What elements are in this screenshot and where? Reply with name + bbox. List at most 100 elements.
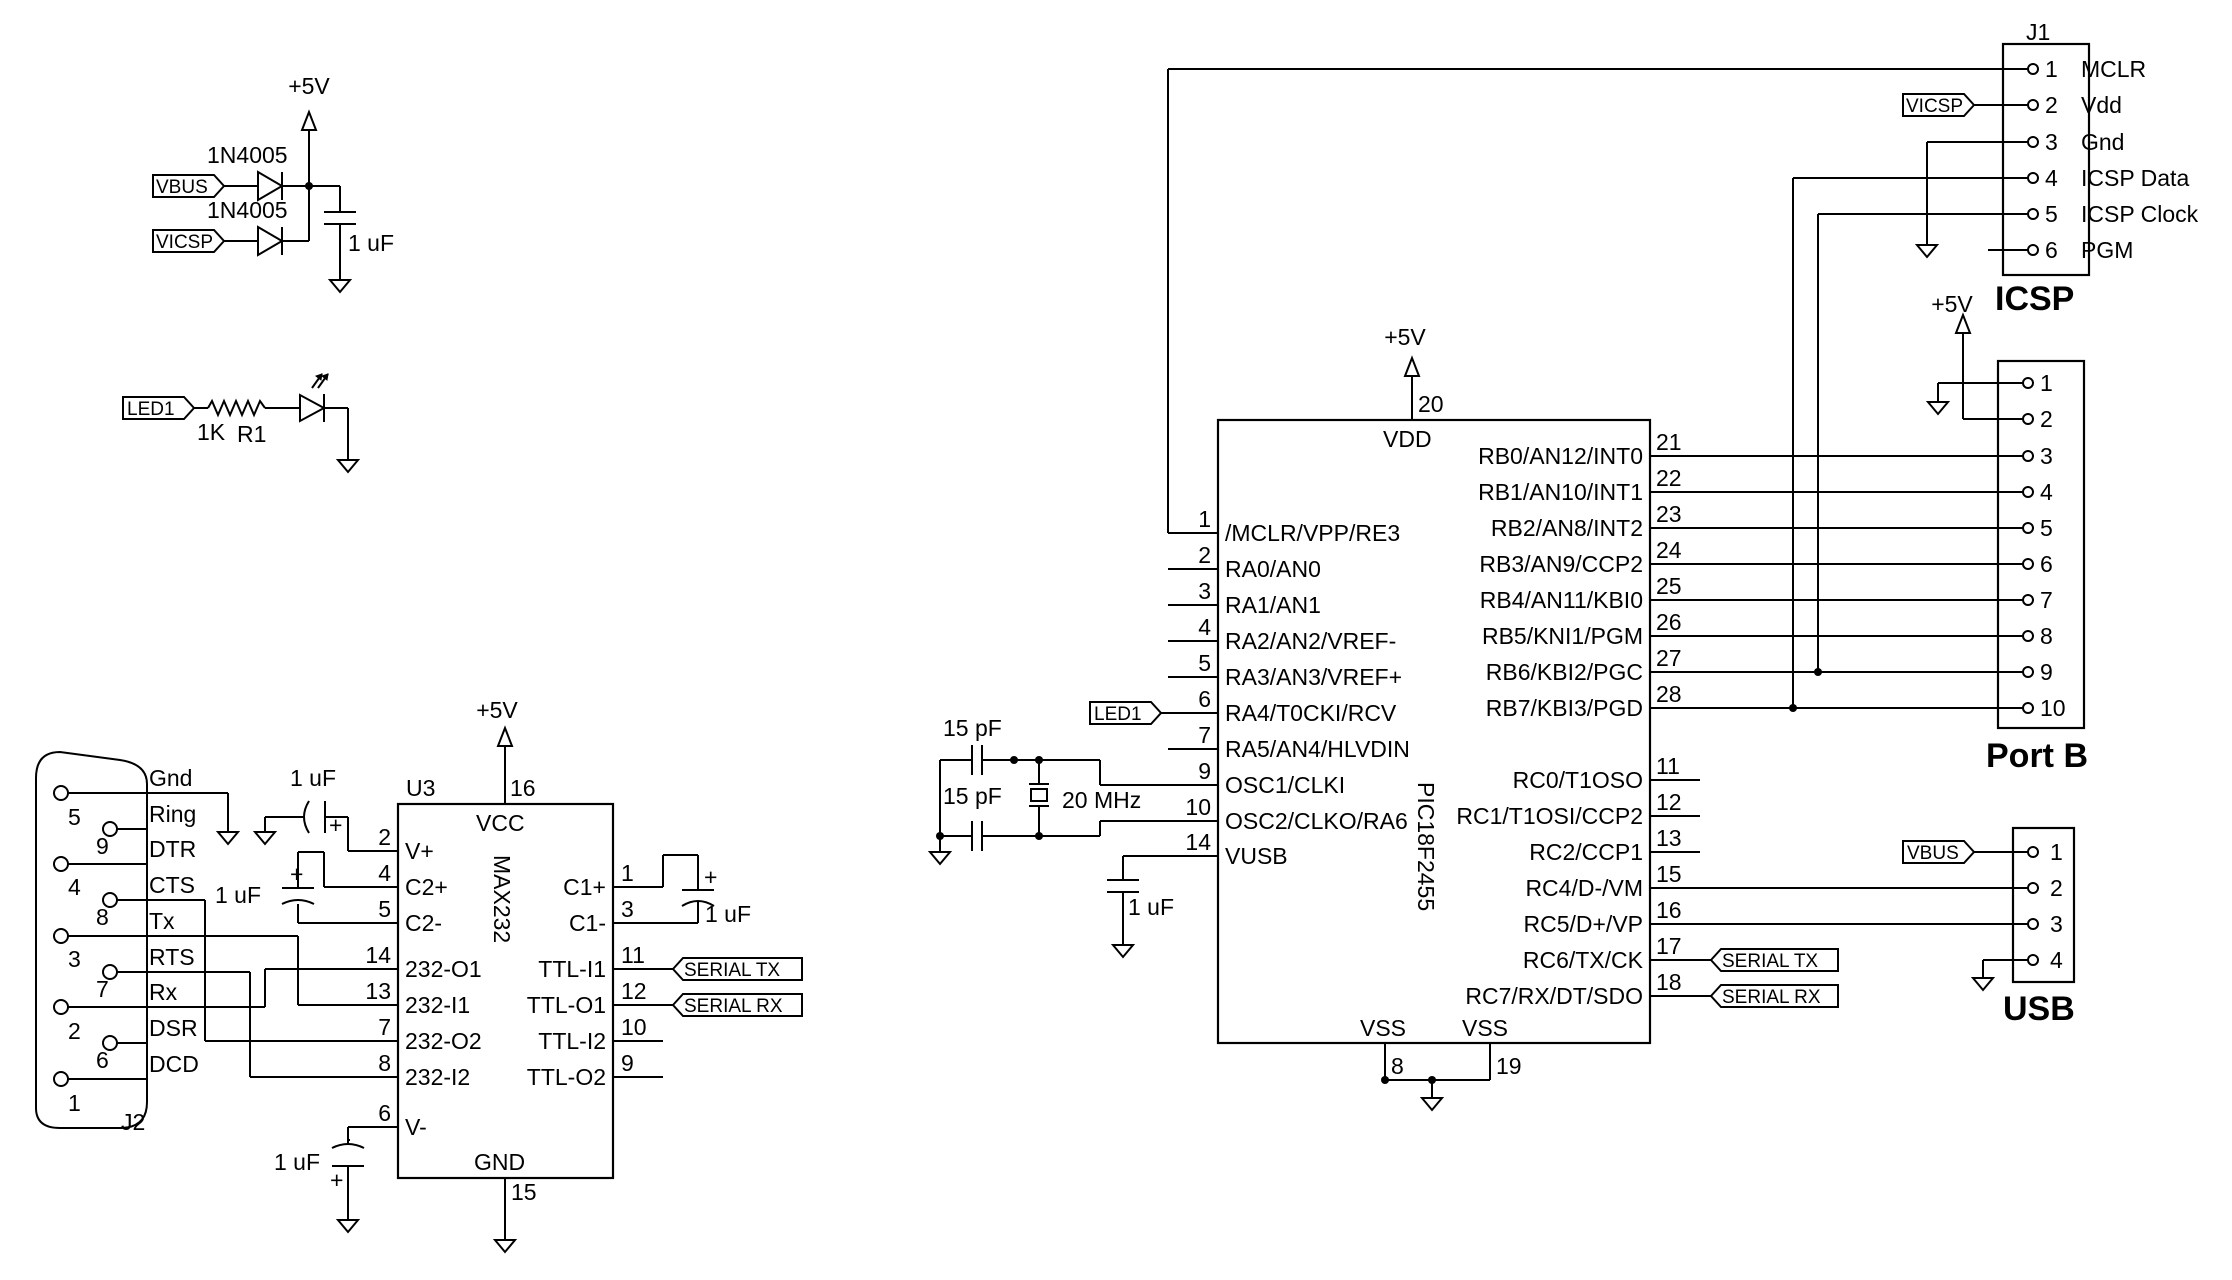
mcu-pin-number: 16	[1656, 897, 1682, 923]
power-arrow-icon	[300, 109, 318, 131]
mcu-serial-rx-label: SERIAL RX	[1722, 987, 1821, 1008]
resistor-ref-label: R1	[237, 421, 266, 447]
max-vplus-plus: +	[329, 812, 342, 838]
max-vminus-plus: +	[330, 1167, 343, 1193]
max232-u3: U3 MAX232 VCC GND +5V 16 15 2 V+ 4 C2+ 5…	[215, 697, 803, 1254]
mcu-pin-number: 28	[1656, 681, 1682, 707]
serial-tx-flag-icon	[671, 957, 803, 981]
mcu-pin-number: 3	[1198, 578, 1211, 604]
mcu-pin-number: 27	[1656, 645, 1682, 671]
mcu-pin-number: 22	[1656, 465, 1682, 491]
mcu-pin-name: RA3/AN3/VREF+	[1225, 664, 1402, 690]
mcu-pin-name: RB4/AN11/KBI0	[1480, 587, 1643, 613]
max-serial-tx-label: SERIAL TX	[684, 960, 780, 981]
power-arrow-icon	[1403, 355, 1421, 377]
mcu-part-label: PIC18F2455	[1413, 782, 1439, 911]
max-c2-plus: +	[290, 861, 303, 887]
icsp-pin-name: MCLR	[2081, 56, 2146, 82]
mcu-pin-name: RB5/KNI1/PGM	[1482, 623, 1643, 649]
ground-icon	[927, 851, 953, 866]
mcu-pin-name: RA1/AN1	[1225, 592, 1321, 618]
mcu-plus5v-label: +5V	[1384, 324, 1426, 350]
max232-pin-name: V+	[405, 838, 434, 864]
ground-icon	[1914, 244, 1940, 259]
mcu-pin-name: RB0/AN12/INT0	[1478, 443, 1643, 469]
mcu-pin-name: RC2/CCP1	[1529, 839, 1643, 865]
icsp-pin-name: PGM	[2081, 237, 2133, 263]
ground-icon	[335, 1219, 361, 1234]
resistor-value-label: 1K	[197, 419, 226, 445]
db9-pin-number: 8	[96, 904, 109, 930]
mcu-pin-number: 12	[1656, 789, 1682, 815]
mcu-pin-number: 13	[1656, 825, 1682, 851]
mcu-pin-number: 6	[1198, 686, 1211, 712]
max232-pin-number: 14	[365, 942, 391, 968]
ground-icon	[1110, 944, 1136, 959]
vusb-cap-label: 1 uF	[1128, 894, 1174, 920]
diode-d2-label: 1N4005	[207, 197, 288, 223]
mcu-pin-name: RC7/RX/DT/SDO	[1465, 983, 1643, 1009]
usb-pin-number: 2	[2050, 875, 2063, 901]
max232-plus5v-label: +5V	[476, 697, 518, 723]
db9-pin-number: 3	[68, 946, 81, 972]
led-section: LED1 1K R1	[122, 373, 361, 474]
mcu-pin-name: RA4/T0CKI/RCV	[1225, 700, 1397, 726]
db9-signal-label: DTR	[149, 836, 196, 862]
mclr-net	[1167, 68, 2028, 533]
mcu-vss-label-2: VSS	[1462, 1015, 1508, 1041]
icsp-vicsp-flag-label: VICSP	[1906, 96, 1963, 117]
max232-pin-number: 13	[365, 978, 391, 1004]
max232-pin-name: TTL-O1	[527, 992, 606, 1018]
max232-pin-name: C1-	[569, 910, 606, 936]
max232-pin-number: 1	[621, 860, 634, 886]
mcu-pin-name: RB2/AN8/INT2	[1491, 515, 1643, 541]
vusb-cap: 1 uF	[1107, 855, 1174, 959]
mcu-pin-number: 9	[1198, 758, 1211, 784]
serial-rx-flag-icon	[1709, 984, 1839, 1008]
max-c1-label: 1 uF	[705, 901, 751, 927]
max232-pin-number: 8	[378, 1050, 391, 1076]
diode-d2-icon	[257, 225, 284, 257]
mcu-pin-number: 14	[1185, 829, 1211, 855]
ground-icon	[1970, 977, 1996, 992]
mcu-pin-name: RC6/TX/CK	[1523, 947, 1644, 973]
mcu-serial-flags: SERIAL TX SERIAL RX	[1700, 948, 1839, 1008]
max232-pin-number: 2	[378, 824, 391, 850]
usb-pin-number: 1	[2050, 839, 2063, 865]
db9-signal-label: Gnd	[149, 765, 192, 791]
mcu-vss-pin-2: 19	[1496, 1053, 1522, 1079]
max-vminus-cap-label: 1 uF	[274, 1149, 320, 1175]
mcu-pin-name: RA5/AN4/HLVDIN	[1225, 736, 1410, 762]
led-icon	[299, 393, 327, 423]
icsp-connector-j1: J1 ICSP 1 MCLR 2 Vdd 3 Gnd 4 ICSP Data 5…	[1789, 19, 2199, 712]
vicsp-flag-label: VICSP	[156, 232, 213, 253]
portb-title: Port B	[1986, 737, 2088, 775]
mcu-vss-pin-1: 8	[1391, 1053, 1404, 1079]
icsp-pin-name: ICSP Clock	[2081, 201, 2199, 227]
db9-shell-icon	[35, 750, 148, 1129]
crystal-label: 20 MHz	[1062, 787, 1141, 813]
db9-pin-number: 5	[68, 804, 81, 830]
mcu-pin-name: VUSB	[1225, 843, 1288, 869]
max232-pin-number: 3	[621, 896, 634, 922]
usb-vbus-flag-label: VBUS	[1907, 843, 1959, 864]
icsp-pin-number: 3	[2045, 129, 2058, 155]
ground-icon	[1419, 1097, 1445, 1112]
mcu-vdd-label: VDD	[1383, 426, 1432, 452]
serial-tx-flag-icon	[1709, 948, 1839, 972]
mcu-pin-name: RC5/D+/VP	[1523, 911, 1643, 937]
db9-signal-label: RTS	[149, 944, 195, 970]
mcu-led1-flag: LED1	[1089, 701, 1168, 725]
icsp-pin-name: ICSP Data	[2081, 165, 2189, 191]
mcu-pin-number: 4	[1198, 614, 1211, 640]
filter-cap-label: 1 uF	[348, 230, 394, 256]
mcu-pin-name: OSC1/CLKI	[1225, 772, 1345, 798]
mcu-pin-number: 1	[1198, 506, 1211, 532]
max232-pin-number: 11	[621, 942, 645, 968]
ground-icon	[492, 1239, 518, 1254]
led1-flag-label: LED1	[127, 399, 175, 420]
mcu-pin-number: 7	[1198, 722, 1211, 748]
usb-pin-number: 4	[2050, 947, 2063, 973]
ground-icon	[1925, 401, 1951, 416]
